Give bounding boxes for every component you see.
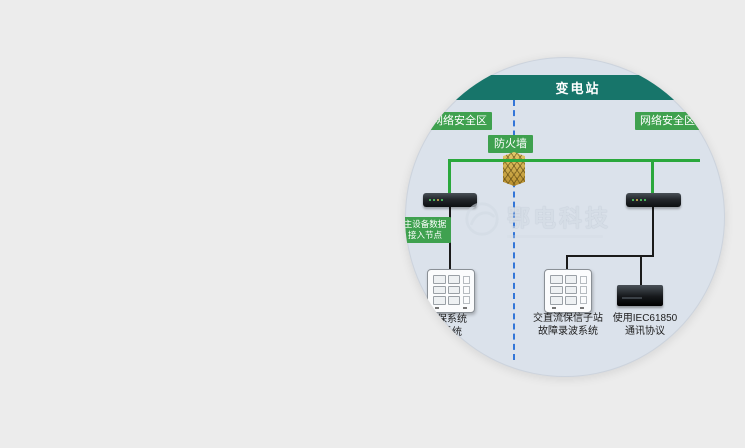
header-bar: 变电站 — [405, 75, 725, 100]
watermark-subtext — [507, 235, 603, 238]
watermark-text: 鄂电科技 — [507, 205, 611, 231]
security-boundary-line — [513, 100, 515, 360]
network-bus-line — [448, 159, 700, 162]
bus-drop-right — [651, 159, 654, 195]
relay-panel-left-icon — [427, 269, 475, 313]
recorder-box-icon — [617, 285, 663, 306]
switch-leds — [429, 199, 443, 201]
network-diagram-circle: 变电站 网络安全区 网络安全区 防火墙 — [405, 57, 725, 377]
link-line-horizontal — [566, 255, 654, 257]
link-drop-center — [566, 255, 568, 271]
network-switch-left-icon — [423, 193, 477, 207]
relay-panel-center-icon — [544, 269, 592, 313]
caption-bottom-center: 交直流保信子站 故障录波系统 — [533, 313, 603, 337]
watermark: 鄂电科技 — [463, 199, 611, 238]
caption-bottom-right: 使用IEC61850 通讯协议 — [612, 313, 678, 337]
link-line-right — [652, 207, 654, 257]
caption-bottom-left: 保系统 系统 — [437, 314, 467, 338]
switch-leds — [632, 199, 646, 201]
firewall-label: 防火墙 — [488, 135, 533, 153]
link-drop-recorder — [640, 255, 642, 286]
substation-title: 变电站 — [555, 81, 601, 96]
access-node-label: 主设备数据 接入节点 — [405, 217, 451, 243]
network-switch-right-icon — [626, 193, 681, 207]
firewall-icon — [503, 152, 525, 186]
bus-drop-left — [448, 159, 451, 195]
zone-label-left: 网络安全区 — [427, 112, 492, 130]
zone-label-right: 网络安全区 — [635, 112, 700, 130]
